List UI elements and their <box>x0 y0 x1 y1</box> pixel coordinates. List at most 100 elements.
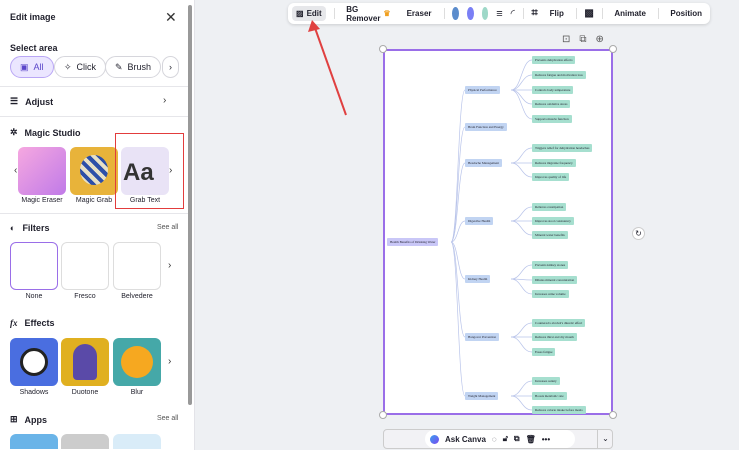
mindmap-leaf[interactable]: Dilutes mineral concentration <box>532 275 578 284</box>
mindmap-leaf[interactable]: Eases fatigue <box>532 347 556 356</box>
filter-none-thumb[interactable] <box>10 242 58 290</box>
more-options-arrow[interactable]: › <box>162 56 179 78</box>
divider <box>522 8 524 19</box>
mindmap-leaf[interactable]: Mineral water benefits <box>532 230 568 239</box>
image-icon: ▣ <box>20 61 29 72</box>
page-actions: ⊡ ⧉ ⊕ <box>562 34 604 45</box>
mindmap-leaf[interactable]: Increases urine volume <box>532 289 569 298</box>
bg-remover-button[interactable]: BG Remover♛ <box>346 4 391 23</box>
comment-icon[interactable]: ◌ <box>491 434 497 444</box>
color-swatch[interactable] <box>452 7 459 20</box>
mindmap-leaf[interactable]: Prevents kidney stones <box>532 260 569 269</box>
apps-see-all[interactable]: See all <box>157 415 179 422</box>
select-brush-button[interactable]: ✎Brush <box>105 56 162 78</box>
edit-button[interactable]: ▨Edit <box>292 6 326 21</box>
border-style-icon[interactable]: ≡ <box>496 7 503 20</box>
mindmap-leaf[interactable]: Counteracts alcohol's diuretic effect <box>532 318 586 327</box>
duplicate-icon[interactable]: ⧉ <box>513 434 520 443</box>
filters-see-all[interactable]: See all <box>157 224 179 231</box>
more-icon[interactable]: ••• <box>541 434 551 444</box>
select-all-button[interactable]: ▣All <box>10 56 54 78</box>
crown-icon: ♛ <box>383 9 391 18</box>
connector <box>510 220 533 236</box>
mindmap-leaf[interactable]: Triggers relief for dehydration headache… <box>532 143 593 152</box>
close-icon[interactable]: ✕ <box>165 9 177 25</box>
crop-icon[interactable]: ⌗ <box>531 7 538 19</box>
app-thumb[interactable] <box>113 434 161 449</box>
mindmap-leaf[interactable]: Improves stool consistency <box>532 216 574 225</box>
mindmap-leaf[interactable]: Improves quality of life <box>532 172 570 181</box>
magic-eraser-thumb[interactable] <box>18 147 66 195</box>
divider <box>0 213 188 214</box>
mindmap-branch[interactable]: Kidney Health <box>465 274 491 283</box>
resize-handle[interactable] <box>609 45 617 53</box>
duplicate-icon[interactable]: ⧉ <box>579 34 587 45</box>
flip-button[interactable]: Flip <box>549 9 564 18</box>
divider <box>0 86 188 87</box>
connector <box>510 264 533 280</box>
filter-icon: ◐ <box>10 223 16 233</box>
chevron-down-icon[interactable]: ⌄ <box>597 430 613 448</box>
apps-icon: ⊞ <box>10 414 18 424</box>
filter-belvedere-thumb[interactable] <box>113 242 161 290</box>
mindmap-root[interactable]: Health Benefits of Drinking Water <box>387 237 439 246</box>
color-swatch[interactable] <box>481 7 489 20</box>
app-thumb[interactable] <box>10 434 58 449</box>
color-swatch[interactable] <box>466 7 474 20</box>
mindmap-leaf[interactable]: Increases satiety <box>532 376 560 385</box>
mindmap-branch[interactable]: Weight Management <box>465 391 499 400</box>
mindmap-leaf[interactable]: Reduces fatigue and motivation loss <box>532 70 586 79</box>
connector <box>510 380 533 397</box>
adjust-row[interactable]: ☰Adjust <box>10 96 54 107</box>
mindmap-branch[interactable]: Headache Management <box>465 158 503 167</box>
resize-handle[interactable] <box>379 411 387 419</box>
mindmap-leaf[interactable]: Supports muscle function <box>532 114 572 123</box>
trash-icon[interactable]: 🗑︎ <box>525 434 536 444</box>
chevron-right-icon[interactable]: › <box>163 95 167 106</box>
mindmap-leaf[interactable]: Prevents dehydration effects <box>532 55 576 64</box>
mindmap-leaf[interactable]: Reduces migraine frequency <box>532 158 576 167</box>
connector <box>510 74 533 91</box>
resize-handle[interactable] <box>609 411 617 419</box>
app-thumb[interactable] <box>61 434 109 449</box>
chevron-right-icon[interactable]: › <box>168 260 172 271</box>
transparency-icon[interactable]: ▩ <box>584 8 594 19</box>
mindmap-leaf[interactable]: Reduces oxidative stress <box>532 99 571 108</box>
grab-text-thumb[interactable]: Aa <box>121 147 169 195</box>
effect-blur-thumb[interactable] <box>113 338 161 386</box>
filter-none-label: None <box>25 293 43 300</box>
chevron-right-icon[interactable]: › <box>168 356 172 367</box>
rotate-icon[interactable]: ↻ <box>632 227 645 240</box>
mindmap-leaf[interactable]: Relieves constipation <box>532 202 567 211</box>
add-page-icon[interactable]: ⊕ <box>595 34 604 45</box>
animate-button[interactable]: Animate <box>614 9 646 18</box>
mindmap-branch[interactable]: Hangover Prevention <box>465 332 500 341</box>
mindmap-leaf[interactable]: Boosts metabolic rate <box>532 391 567 400</box>
position-button[interactable]: Position <box>670 9 702 18</box>
corner-rounding-icon[interactable]: ◜ <box>510 8 515 20</box>
divider <box>443 8 445 19</box>
filter-fresco-thumb[interactable] <box>61 242 109 290</box>
magic-grab-thumb[interactable] <box>70 147 118 195</box>
lock-icon[interactable]: ⊡ <box>562 34 571 45</box>
chevron-left-icon[interactable]: ‹ <box>14 165 18 176</box>
chevron-right-icon[interactable]: › <box>169 165 173 176</box>
divider <box>575 8 577 19</box>
design-page[interactable]: Health Benefits of Drinking Water Physica… <box>383 49 613 415</box>
panel-scrollbar[interactable] <box>188 5 192 405</box>
effect-duotone-thumb[interactable] <box>61 338 109 386</box>
eraser-button[interactable]: Eraser <box>406 9 432 18</box>
ask-canva-button[interactable]: Ask Canva <box>445 434 486 444</box>
divider <box>333 8 335 19</box>
mindmap-leaf[interactable]: Reduces thirst and dry mouth <box>532 332 577 341</box>
lock-icon[interactable]: 🔓︎ <box>502 434 508 443</box>
sparkle-cursor-icon: ✧ <box>64 61 72 72</box>
resize-handle[interactable] <box>379 45 387 53</box>
mindmap-leaf[interactable]: Reduces calorie intake before meals <box>532 405 586 414</box>
mindmap-branch[interactable]: Physical Performance <box>465 85 500 94</box>
mindmap-branch[interactable]: Brain Function and Energy <box>465 122 507 131</box>
effect-shadows-thumb[interactable] <box>10 338 58 386</box>
mindmap-leaf[interactable]: Controls body temperature <box>532 85 574 94</box>
mindmap-branch[interactable]: Digestive Health <box>465 216 494 225</box>
